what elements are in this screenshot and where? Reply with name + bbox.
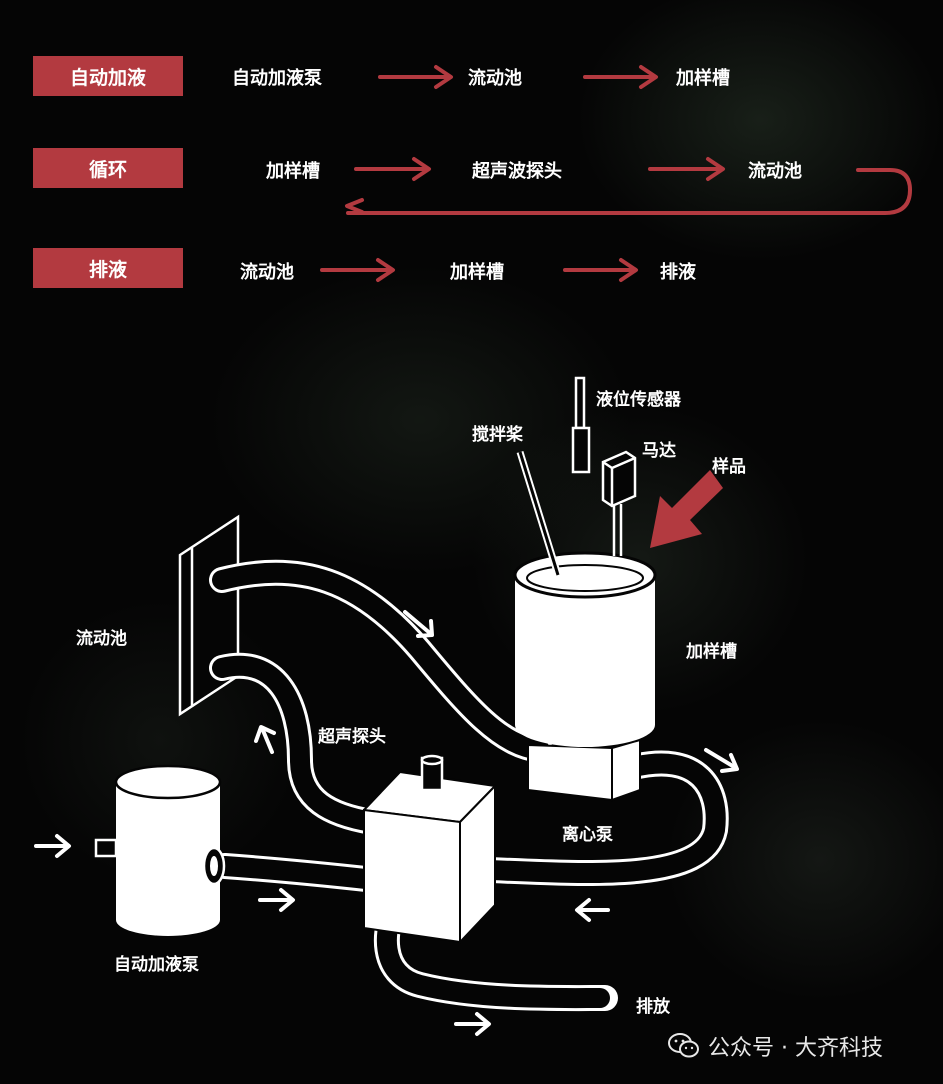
flow-step-sample-tank: 加样槽 — [266, 161, 320, 182]
flow-arrow — [583, 65, 658, 89]
motor — [601, 450, 637, 556]
sample-arrow — [650, 470, 723, 548]
flow-arrow — [648, 157, 725, 181]
flow-arrow — [563, 258, 638, 282]
auto-fill-pump — [94, 764, 226, 936]
label-drain: 排放 — [636, 997, 670, 1017]
tag-drain: 排液 — [33, 248, 183, 288]
label-stirrer: 搅拌桨 — [472, 425, 523, 445]
ultrasonic-probe-box — [361, 754, 498, 945]
label-sample: 样品 — [712, 457, 746, 477]
direction-arrow — [575, 898, 610, 922]
sample-tank — [513, 551, 657, 747]
label-ultrasonic-probe: 超声探头 — [318, 727, 386, 747]
stirrer-rod — [516, 450, 562, 577]
flow-arrow — [378, 65, 453, 89]
flow-step-flow-cell: 流动池 — [748, 161, 802, 182]
flow-step-auto-pump: 自动加液泵 — [232, 68, 322, 89]
label-motor: 马达 — [642, 441, 676, 461]
direction-arrow — [403, 610, 434, 638]
level-sensor — [571, 376, 591, 474]
direction-arrow — [454, 1012, 491, 1036]
label-flow-cell: 流动池 — [76, 629, 127, 649]
watermark: 公众号 · 大齐科技 — [668, 1030, 883, 1062]
tube-pump-to-probe — [477, 750, 729, 887]
flow-step-sample-tank: 加样槽 — [676, 68, 730, 89]
centrifugal-pump — [527, 738, 641, 802]
watermark-text: 公众号 · 大齐科技 — [708, 1036, 883, 1061]
label-centrifugal-pump: 离心泵 — [562, 825, 613, 845]
label-level-sensor: 液位传感器 — [596, 390, 681, 410]
tube-flowcell-to-probe — [209, 652, 385, 835]
flow-step-ultrasonic-probe: 超声波探头 — [472, 161, 562, 182]
tag-circulate: 循环 — [33, 148, 183, 188]
label-auto-fill-pump: 自动加液泵 — [114, 955, 199, 975]
flow-cell-plate — [178, 514, 240, 717]
flow-arrow — [320, 258, 395, 282]
direction-arrow — [258, 888, 295, 912]
wechat-icon — [668, 1033, 699, 1058]
flow-arrow — [354, 157, 431, 181]
label-sample-tank: 加样槽 — [686, 642, 737, 662]
tag-auto-fill: 自动加液 — [33, 56, 183, 96]
flow-step-flow-cell: 流动池 — [468, 68, 522, 89]
direction-arrow — [34, 834, 71, 858]
flow-step-sample-tank: 加样槽 — [450, 262, 504, 283]
tube-flowcell-to-pump — [209, 559, 553, 763]
flow-step-drain: 排液 — [660, 262, 696, 283]
tube-autopump-to-probe — [212, 853, 388, 893]
flow-step-flow-cell: 流动池 — [240, 262, 294, 283]
return-loop-arrow — [345, 168, 912, 215]
direction-arrow — [704, 748, 739, 773]
direction-arrow — [254, 725, 276, 754]
